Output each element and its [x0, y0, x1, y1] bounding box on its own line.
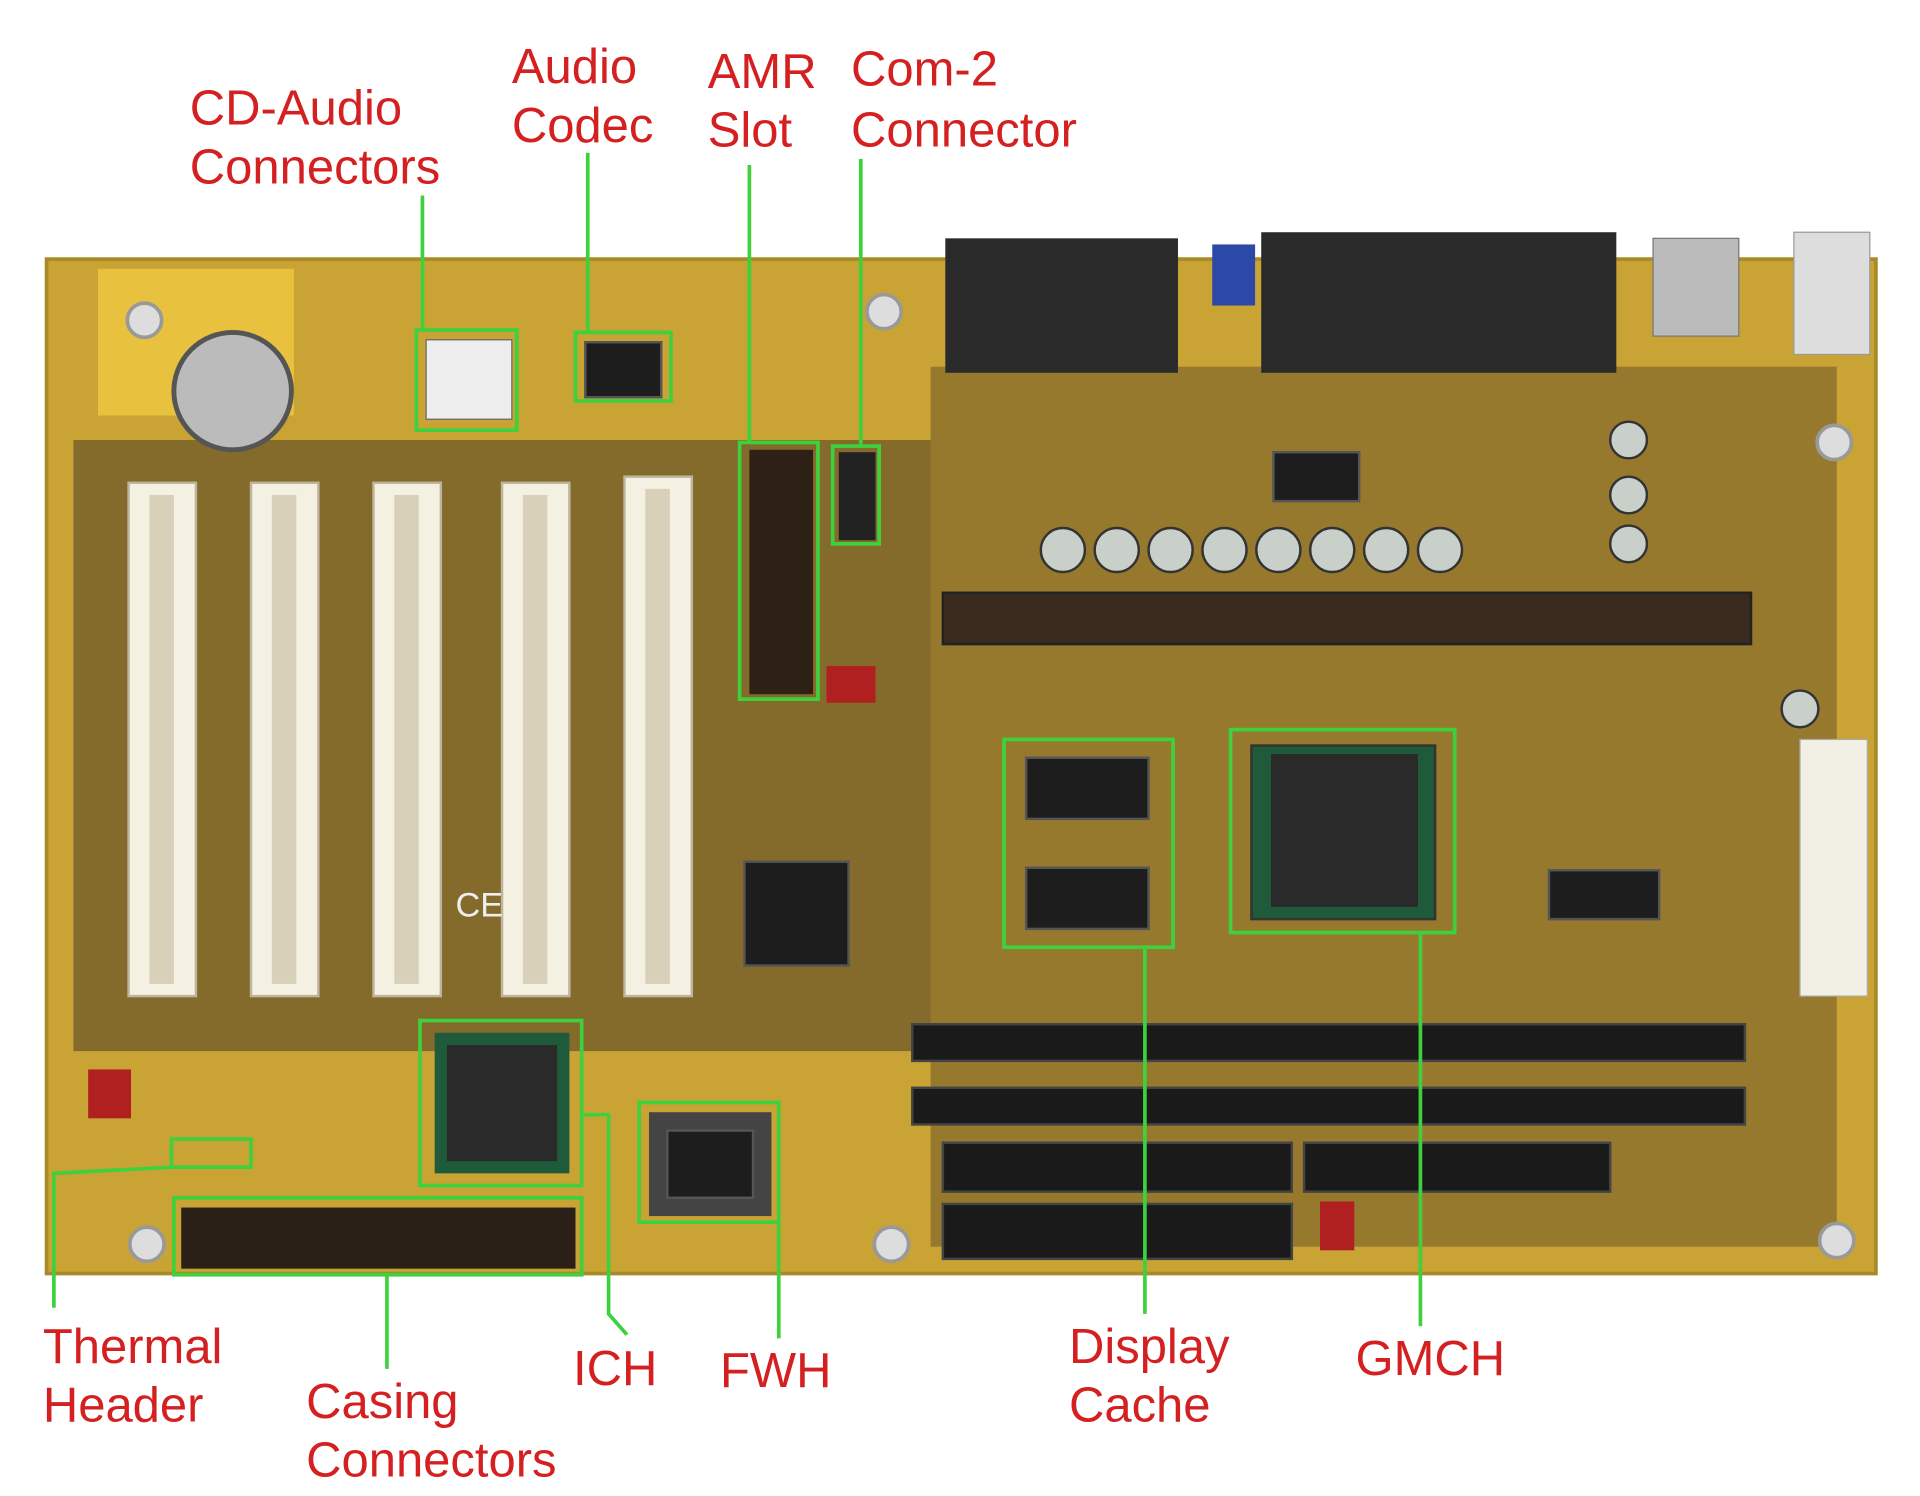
amr-slot-highlight: [737, 440, 820, 701]
gmch-highlight: [1228, 727, 1457, 935]
cmos-battery: [171, 330, 294, 453]
leader-lines: [52, 152, 1423, 1369]
agp-slot: [941, 591, 1753, 646]
fwh-highlight: [637, 1100, 781, 1225]
cd-audio-highlight: [414, 328, 519, 433]
com2-highlight: [830, 444, 882, 546]
dimm-slot: [911, 1086, 1747, 1126]
parallel-port: [1261, 232, 1617, 373]
capacitors: [1039, 420, 1820, 729]
pci-slots: [127, 475, 694, 998]
casing-connectors-highlight: [172, 1195, 584, 1277]
label-gmch: GMCH: [1356, 1332, 1506, 1386]
thermal-header-highlight: [169, 1137, 253, 1170]
display-cache-highlight: [1002, 737, 1175, 950]
ich-highlight: [418, 1018, 584, 1188]
motherboard: CE: [44, 231, 1878, 1276]
serial-port: [945, 238, 1178, 373]
label-fwh: FWH: [720, 1344, 831, 1398]
dimm-slot: [911, 1023, 1747, 1063]
ce-mark: CE: [456, 887, 504, 925]
audio-codec-highlight: [573, 330, 673, 403]
label-ich: ICH: [573, 1342, 657, 1396]
